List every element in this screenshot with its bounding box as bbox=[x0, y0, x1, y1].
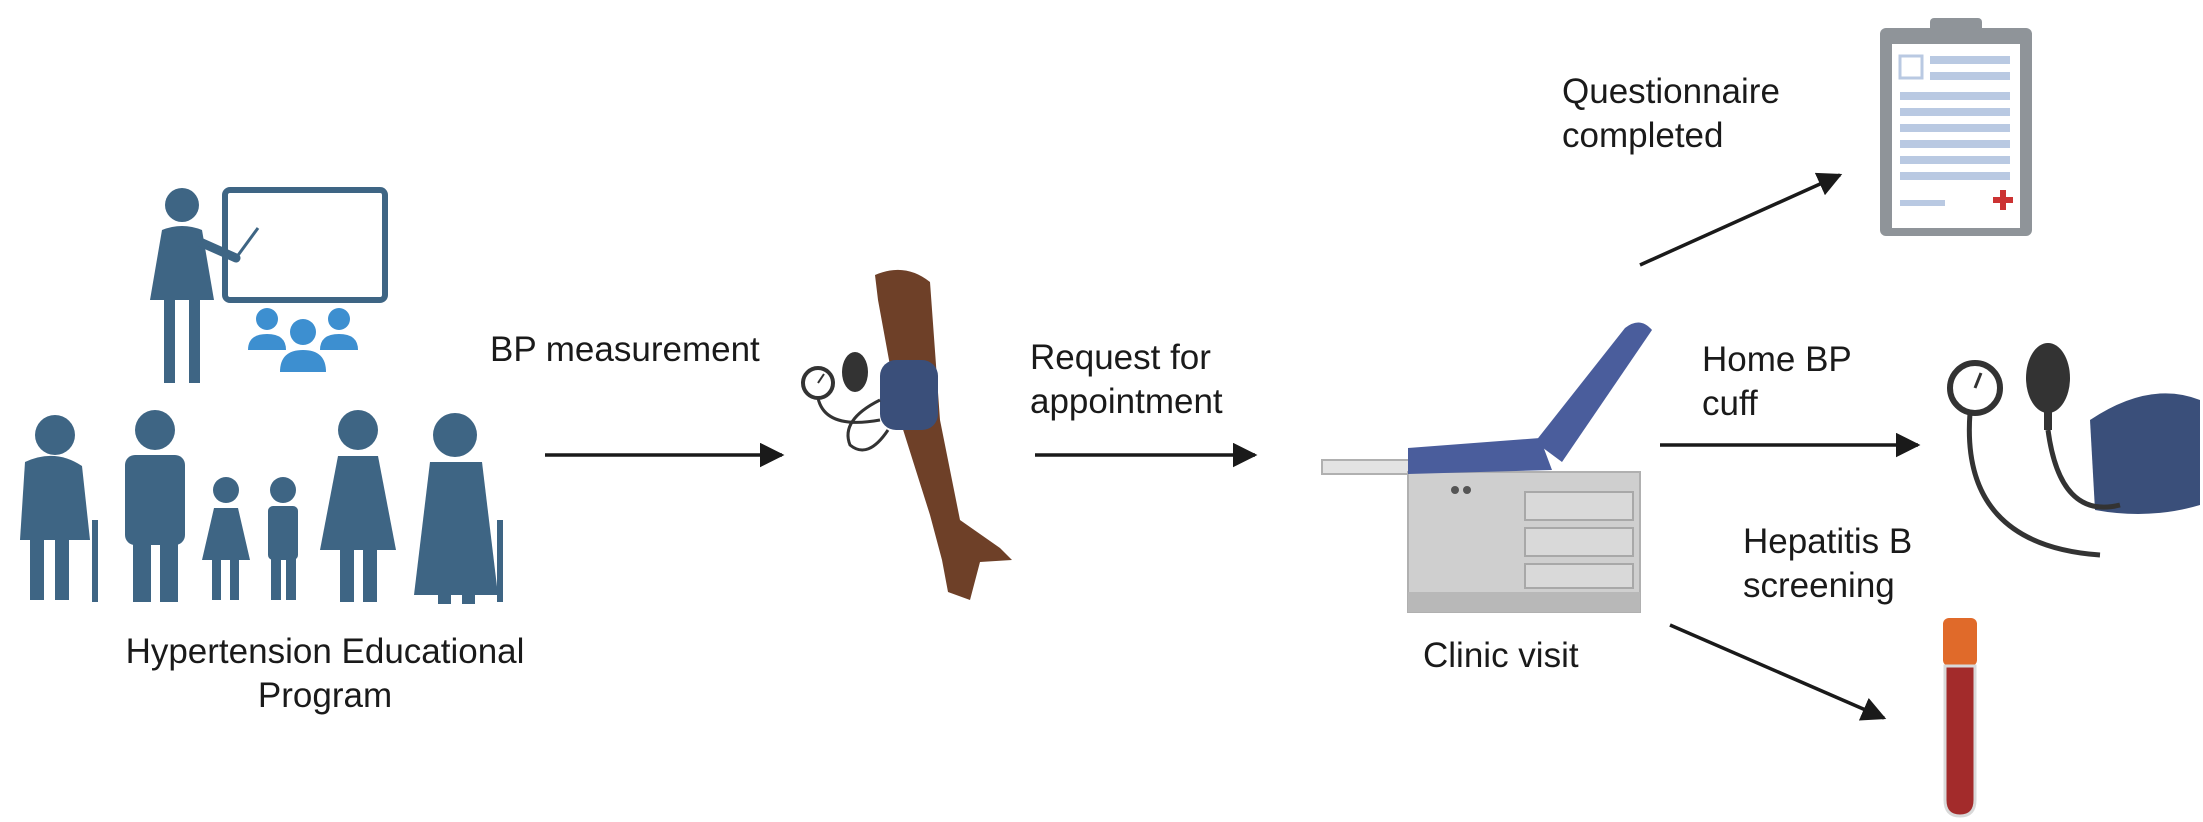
home-bp-label-line1: Home BP bbox=[1702, 338, 1852, 382]
home-bp-label: Home BP cuff bbox=[1702, 338, 1852, 426]
request-appointment-label: Request for appointment bbox=[1030, 336, 1223, 424]
bp-cuff-icon bbox=[1950, 343, 2200, 555]
exam-table-icon bbox=[1322, 322, 1652, 612]
questionnaire-label: Questionnaire completed bbox=[1562, 70, 1780, 158]
questionnaire-label-line1: Questionnaire bbox=[1562, 70, 1780, 114]
arrows bbox=[545, 175, 1918, 718]
questionnaire-label-line2: completed bbox=[1562, 114, 1780, 158]
arrow-clinic-to-hepatitis bbox=[1670, 625, 1884, 718]
arm-blood-pressure-icon bbox=[803, 270, 1012, 600]
family-icon bbox=[20, 410, 503, 604]
home-bp-label-line2: cuff bbox=[1702, 382, 1852, 426]
teacher-whiteboard-icon bbox=[150, 188, 385, 383]
program-label-line2: Program bbox=[70, 674, 580, 718]
program-label: Hypertension Educational Program bbox=[70, 630, 580, 718]
request-label-line2: appointment bbox=[1030, 380, 1223, 424]
blood-tube-icon bbox=[1943, 618, 1977, 816]
bp-measurement-label: BP measurement bbox=[490, 328, 760, 372]
program-label-line1: Hypertension Educational bbox=[70, 630, 580, 674]
clipboard-icon bbox=[1880, 18, 2032, 236]
hepatitis-label: Hepatitis B screening bbox=[1743, 520, 1912, 608]
hepatitis-label-line1: Hepatitis B bbox=[1743, 520, 1912, 564]
request-label-line1: Request for bbox=[1030, 336, 1223, 380]
clinic-visit-label: Clinic visit bbox=[1423, 634, 1579, 678]
arrow-clinic-to-questionnaire bbox=[1640, 175, 1840, 265]
hepatitis-label-line2: screening bbox=[1743, 564, 1912, 608]
